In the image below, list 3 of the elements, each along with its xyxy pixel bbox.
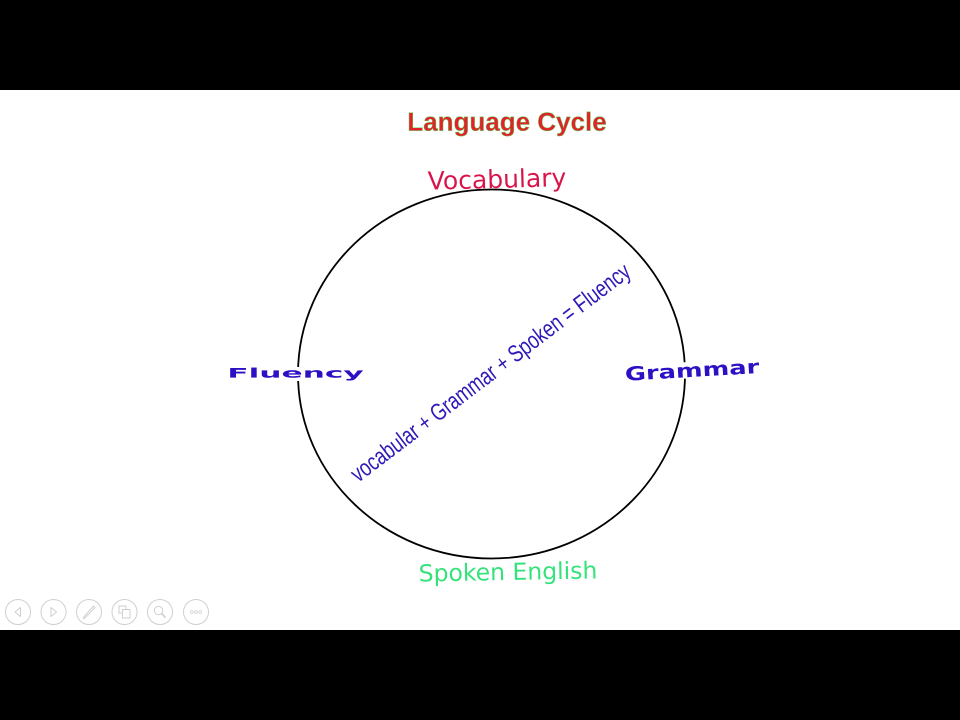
cycle-label: Grammar [623, 358, 761, 382]
cycle-label: Fluency [226, 367, 366, 381]
cycle-label: Spoken English [420, 560, 596, 586]
